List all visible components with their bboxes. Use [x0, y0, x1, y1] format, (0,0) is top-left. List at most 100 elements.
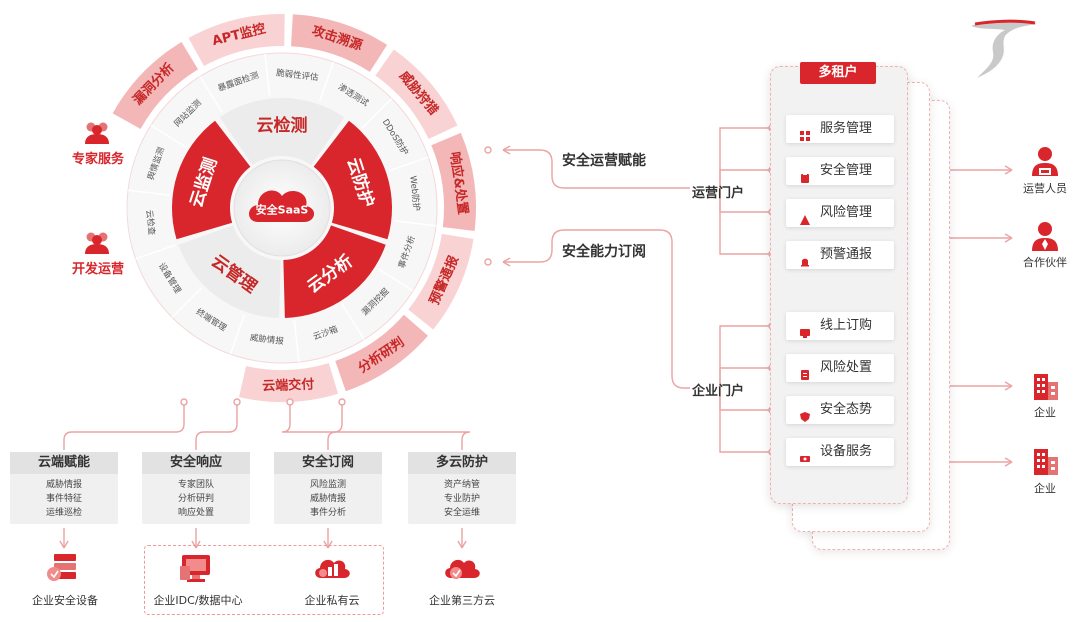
card-item: 威胁情报: [309, 494, 346, 504]
menu-item-online-order[interactable]: 线上订购: [786, 312, 894, 340]
card-item: 安全运维: [443, 508, 480, 518]
shield-icon: [800, 405, 810, 422]
menu-item-label: 安全态势: [820, 402, 873, 417]
middle-ring-label: 脆弱性评估: [276, 67, 320, 83]
connector-line: [719, 367, 772, 386]
connector-line: [281, 405, 337, 450]
inner-ring-segment: [219, 98, 345, 166]
menu-item-risk-handling[interactable]: 风险处置: [786, 354, 894, 382]
connector-arrow: [457, 540, 467, 549]
actor-label: 运营人员: [1023, 182, 1067, 195]
devops-group-icon: [82, 230, 112, 260]
inner-ring-segment: [283, 225, 386, 318]
connector-arrow: [191, 540, 201, 549]
connector-arrow: [59, 540, 69, 549]
inner-ring-segment: [172, 120, 251, 240]
enterprise-building-icon: [1032, 372, 1060, 406]
connector-node: [484, 258, 492, 266]
middle-ring-divider: [318, 61, 335, 102]
destination-group-frame: [144, 545, 384, 615]
connector-arrow: [1004, 381, 1013, 391]
menu-item-service-mgmt[interactable]: 服务管理: [786, 115, 894, 143]
side-label-expert: 专家服务: [71, 152, 124, 167]
enterprise-building-icon: [1032, 447, 1060, 481]
brand-logo-icon: [971, 19, 1037, 78]
outer-ring-segment: [375, 49, 458, 140]
card-security-subscription: 安全订阅 风险监测 威胁情报 事件分析: [274, 452, 382, 524]
card-item: 专业防护: [443, 494, 480, 504]
grid-icon: [800, 124, 810, 141]
middle-ring-divider: [127, 189, 170, 196]
middle-ring-divider: [135, 244, 176, 260]
outer-ring-segment: [239, 363, 339, 402]
bell-icon: [800, 250, 810, 267]
connector-arrow: [323, 540, 333, 549]
menu-item-label: 预警通报: [820, 247, 873, 262]
card-item: 响应处置: [177, 508, 214, 518]
inner-ring-label: 云检测: [257, 115, 308, 136]
card-item: 事件分析: [309, 508, 346, 518]
outer-ring-label: 云端交付: [262, 376, 315, 394]
middle-ring-divider: [199, 76, 223, 113]
connector-line: [333, 405, 471, 450]
hub-label: 安全SaaS: [256, 203, 309, 217]
middle-ring-label: 云检查: [143, 209, 157, 236]
card-item: 专家团队: [177, 480, 214, 490]
menu-item-risk-mgmt[interactable]: 风险管理: [786, 199, 894, 227]
menu-item-alert-notice[interactable]: 预警通报: [786, 241, 894, 269]
menu-item-label: 风险管理: [820, 205, 873, 220]
card-item: 资产纳管: [443, 480, 480, 490]
menu-item-security-mgmt[interactable]: 安全管理: [786, 157, 894, 185]
menu-item-security-posture[interactable]: 安全态势: [786, 396, 894, 424]
card-multi-cloud: 多云防护 资产纳管 专业防护 安全运维: [408, 452, 516, 524]
connector-arrow: [1004, 165, 1013, 175]
connector-node: [338, 398, 346, 406]
middle-ring-divider: [361, 98, 393, 129]
outer-ring-segment: [408, 233, 474, 330]
card-security-response: 安全响应 专家团队 分析研判 响应处置: [142, 452, 250, 524]
connector-line: [719, 325, 772, 386]
destination-label: 企业IDC/数据中心: [153, 594, 243, 607]
middle-ring-divider: [377, 267, 414, 292]
outer-ring-segment: [188, 13, 285, 67]
outer-ring-segment: [291, 14, 388, 72]
private-cloud-icon: [312, 552, 352, 588]
middle-ring-label: 威胁情报: [249, 332, 285, 347]
connector-arrow: [1004, 233, 1013, 243]
outer-ring-segment: [112, 42, 199, 129]
card-cloud-empower: 云端赋能 威胁情报 事件特征 运维巡检: [10, 452, 118, 524]
portal-enterprise: 企业门户: [692, 384, 745, 399]
warning-icon: [800, 208, 810, 225]
card-item: 威胁情报: [45, 480, 82, 490]
outer-ring-segment: [335, 314, 428, 392]
document-icon: [800, 363, 810, 380]
side-label-devops: 开发运营: [71, 262, 124, 277]
flow-label-capability-subscription: 安全能力订阅: [562, 244, 646, 260]
middle-ring-divider: [394, 220, 437, 227]
connector-node: [484, 146, 492, 154]
connector-line: [195, 405, 238, 450]
middle-ring-divider: [293, 320, 300, 363]
connector-node: [180, 398, 188, 406]
menu-item-device-service[interactable]: 设备服务: [786, 438, 894, 466]
card-item: 运维巡检: [45, 508, 82, 518]
flow-label-ops-empower: 安全运营赋能: [562, 153, 646, 169]
outer-ring-segment: [431, 132, 476, 231]
card-title: 安全响应: [142, 452, 250, 474]
connector-node: [286, 398, 294, 406]
connector-line: [503, 149, 690, 189]
menu-item-label: 服务管理: [820, 121, 873, 136]
security-device-icon: [46, 552, 80, 588]
menu-item-label: 风险处置: [820, 360, 873, 375]
middle-ring-divider: [341, 303, 365, 340]
third-party-cloud-icon: [442, 552, 482, 588]
middle-ring-divider: [150, 124, 187, 149]
monitor-icon: [800, 321, 810, 338]
middle-ring-divider: [388, 156, 429, 172]
destination-label: 企业第三方云: [429, 594, 495, 607]
actor-label: 合作伙伴: [1023, 256, 1067, 269]
connector-arrow: [1004, 457, 1013, 467]
partner-person-icon: [1030, 220, 1060, 256]
middle-ring-label: Web防护: [407, 175, 422, 212]
